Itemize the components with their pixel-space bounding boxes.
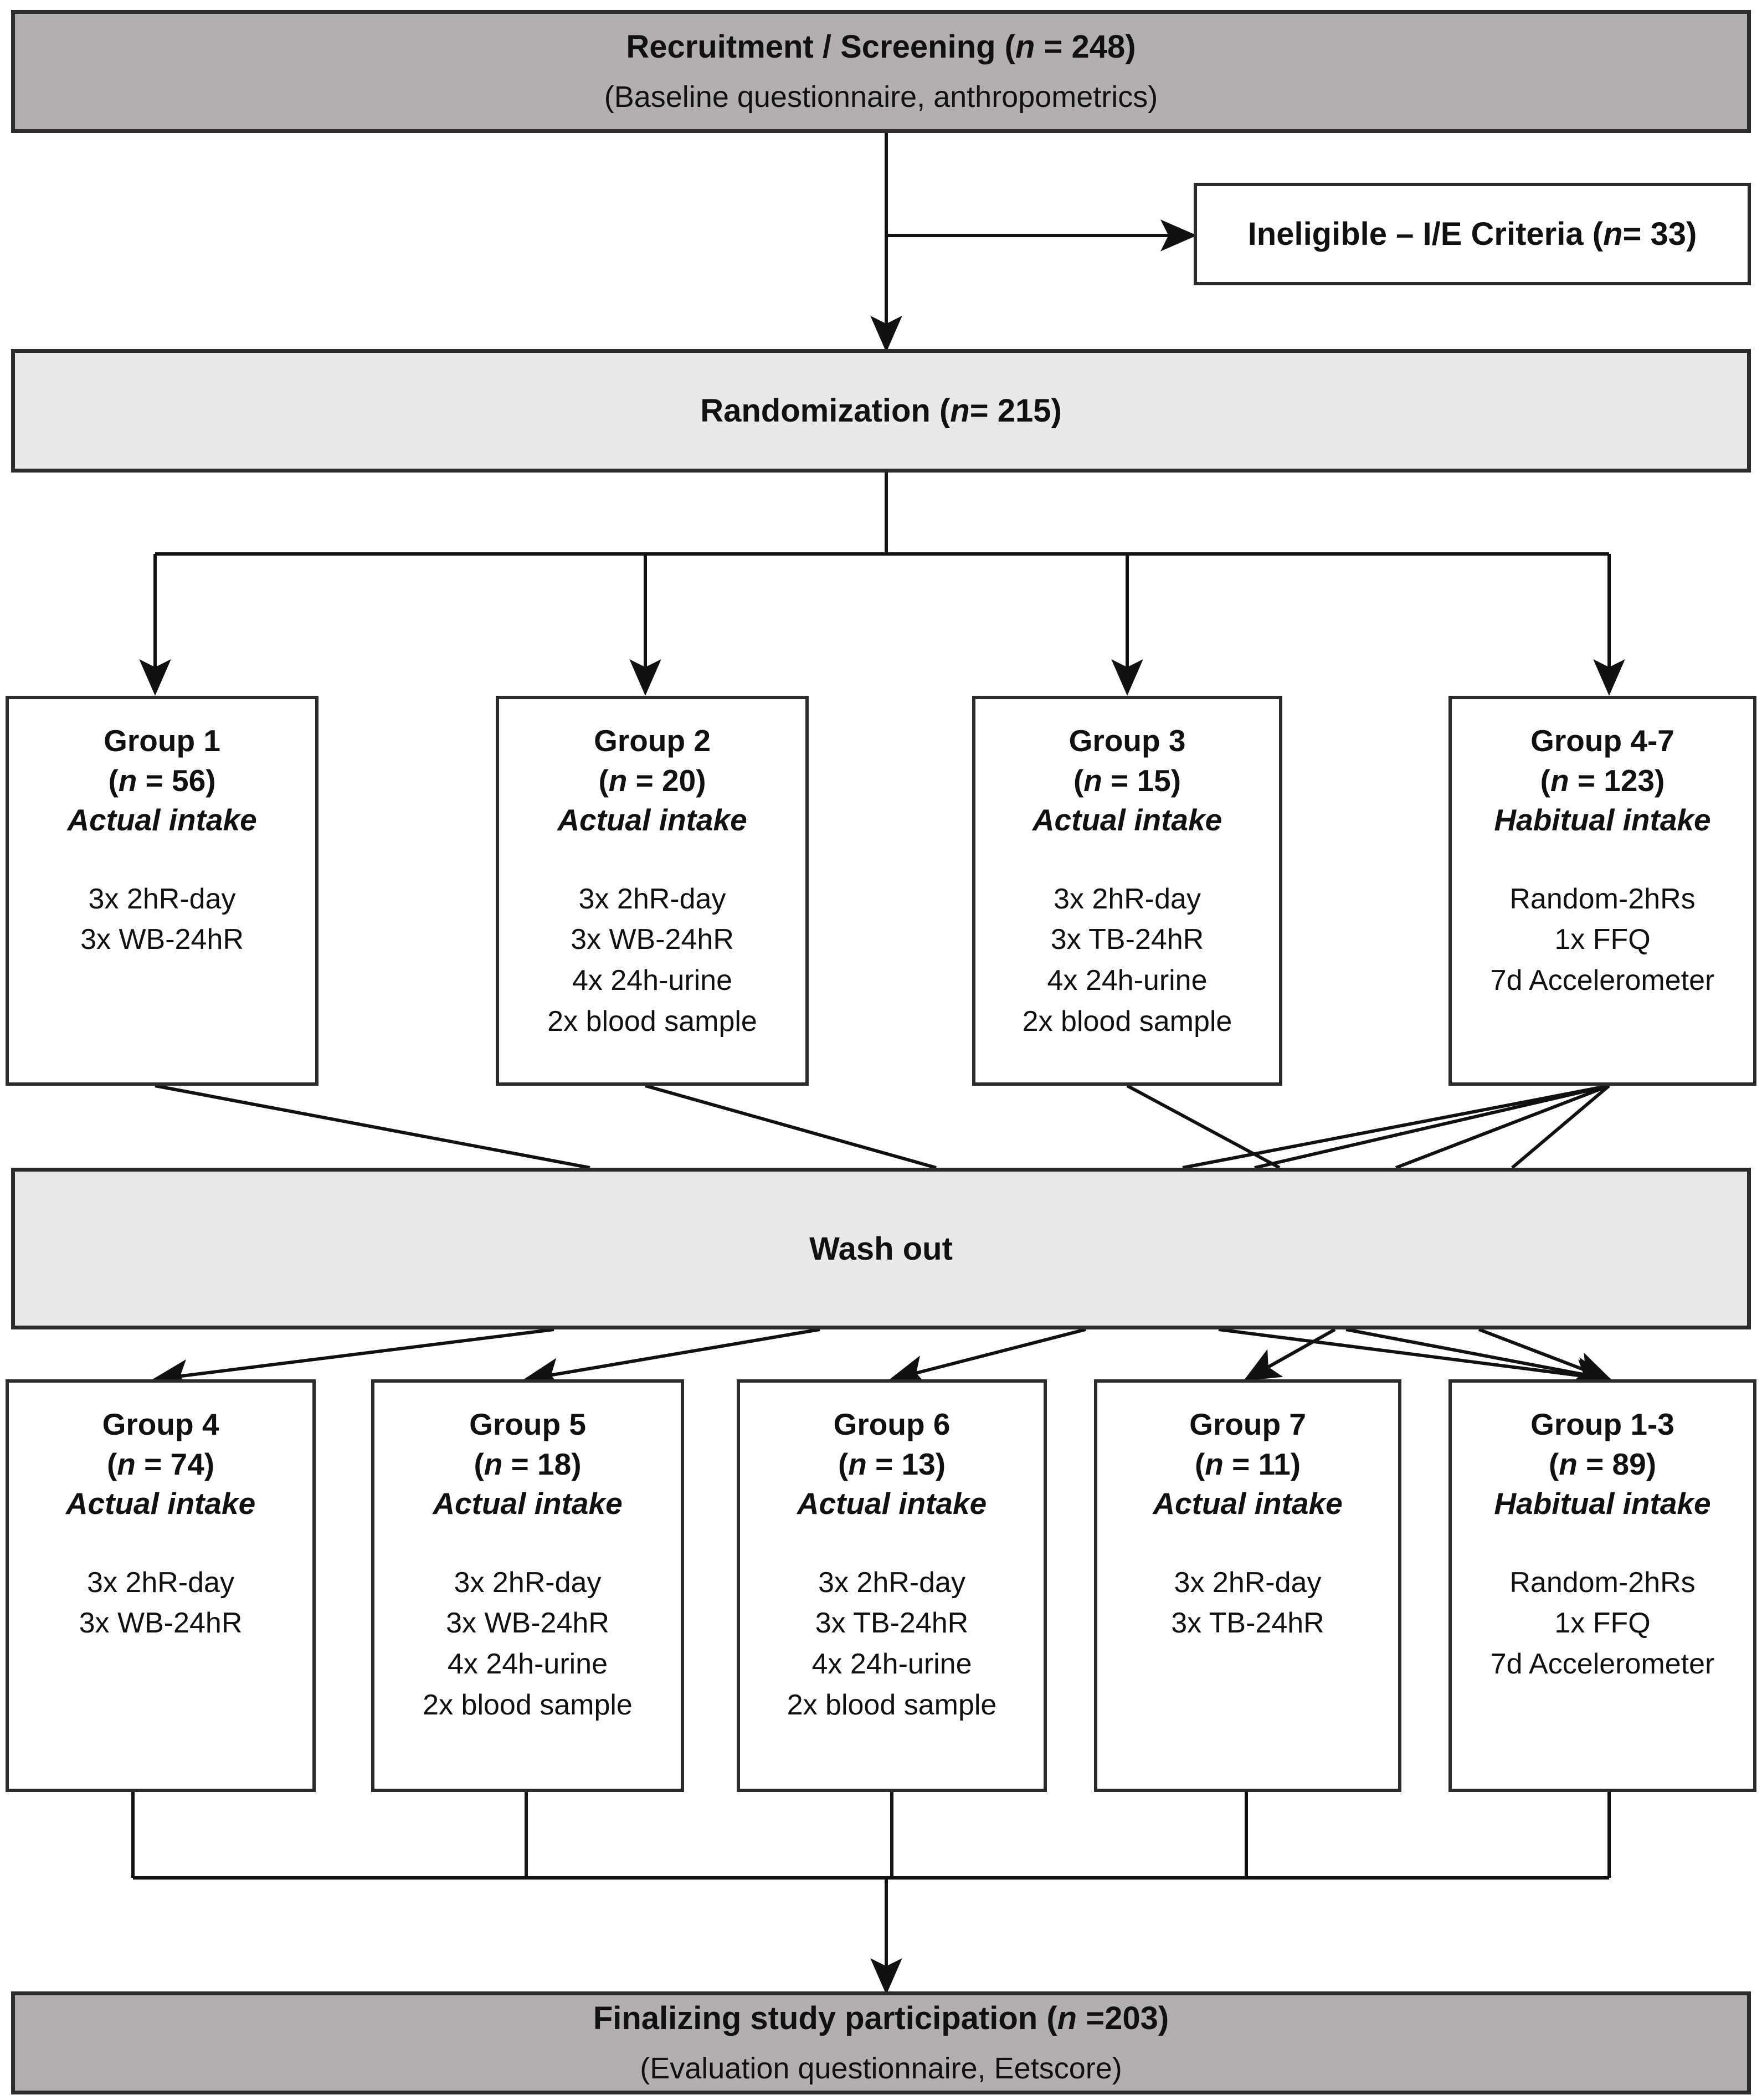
recruitment-title: Recruitment / Screening (n = 248)	[626, 28, 1136, 65]
group-box-p2-4: Group 7 (n = 11) Actual intake 3x 2hR-da…	[1094, 1379, 1401, 1792]
group-title: Group 2	[594, 723, 711, 758]
group-measure-list: 3x 2hR-day 3x WB-24hR 4x 24h-urine 2x bl…	[547, 879, 757, 1043]
measure-item: 4x 24h-urine	[811, 1648, 972, 1681]
edge-group47-to-washout-b	[1254, 1084, 1610, 1169]
edge-washout-to-group13-b	[1345, 1328, 1612, 1389]
measure-item: 3x 2hR-day	[454, 1566, 602, 1599]
group-box-p1-3: Group 3 (n = 15) Actual intake 3x 2hR-da…	[972, 696, 1282, 1086]
group-intake-type: Actual intake	[1153, 1486, 1343, 1521]
group-measure-list: 3x 2hR-day 3x TB-24hR	[1171, 1563, 1324, 1645]
group-title: Group 4-7	[1530, 723, 1674, 758]
ineligible-node: Ineligible – I/E Criteria (n = 33)	[1194, 183, 1751, 285]
group-box-p2-3: Group 6 (n = 13) Actual intake 3x 2hR-da…	[737, 1379, 1047, 1792]
group-n: (n = 11)	[1194, 1446, 1301, 1481]
group-box-p2-1: Group 4 (n = 74) Actual intake 3x 2hR-da…	[6, 1379, 316, 1792]
group-box-p2-2: Group 5 (n = 18) Actual intake 3x 2hR-da…	[371, 1379, 684, 1792]
edge-group47-to-washout-c	[1395, 1084, 1610, 1169]
measure-item: 3x 2hR-day	[88, 882, 236, 915]
group-title: Group 1	[104, 723, 220, 758]
group-intake-type: Actual intake	[557, 803, 747, 837]
group-measure-list: Random-2hRs 1x FFQ 7d Accelerometer	[1491, 1563, 1715, 1685]
measure-item: 3x TB-24hR	[815, 1607, 969, 1640]
edge-group2-to-washout	[645, 1084, 937, 1169]
group-n: (n = 20)	[598, 763, 706, 798]
group-intake-type: Actual intake	[797, 1486, 987, 1521]
group-title: Group 7	[1189, 1407, 1306, 1441]
group-title: Group 1-3	[1530, 1407, 1674, 1441]
measure-item: 1x FFQ	[1554, 1607, 1651, 1640]
group-intake-type: Habitual intake	[1494, 1486, 1711, 1521]
measure-item: 3x 2hR-day	[1174, 1566, 1322, 1599]
measure-item: 2x blood sample	[423, 1688, 633, 1721]
measure-item: 3x WB-24hR	[446, 1607, 609, 1640]
group-title: Group 4	[102, 1407, 219, 1441]
measure-item: 2x blood sample	[547, 1005, 757, 1038]
group-n: (n = 15)	[1073, 763, 1181, 798]
edge-group3-to-washout	[1126, 1084, 1281, 1169]
ineligible-label: Ineligible – I/E Criteria (n = 33)	[1247, 216, 1697, 252]
edge-washout-to-group6	[888, 1328, 1086, 1387]
washout-label: Wash out	[809, 1230, 953, 1267]
measure-item: 3x 2hR-day	[578, 882, 726, 915]
measure-item: 2x blood sample	[787, 1688, 997, 1721]
measure-item: 3x TB-24hR	[1171, 1607, 1324, 1640]
measure-item: 4x 24h-urine	[447, 1648, 608, 1681]
edge-washout-to-group4	[152, 1328, 554, 1392]
group-title: Group 5	[469, 1407, 586, 1441]
group-measure-list: 3x 2hR-day 3x TB-24hR 4x 24h-urine 2x bl…	[787, 1563, 997, 1726]
group-intake-type: Actual intake	[65, 1486, 256, 1521]
measure-item: 3x WB-24hR	[79, 1607, 243, 1640]
measure-item: 3x WB-24hR	[571, 923, 734, 956]
measure-item: 4x 24h-urine	[572, 964, 733, 997]
group-measure-list: 3x 2hR-day 3x WB-24hR	[79, 1563, 243, 1645]
edge-washout-to-group13-c	[1478, 1328, 1612, 1383]
edge-washout-to-group7	[1243, 1328, 1336, 1381]
washout-node: Wash out	[11, 1168, 1751, 1329]
group-box-p1-1: Group 1 (n = 56) Actual intake 3x 2hR-da…	[6, 696, 319, 1086]
edge-washout-to-group5	[523, 1328, 820, 1390]
group-n: (n = 74)	[106, 1446, 215, 1481]
group-n: (n = 56)	[108, 763, 216, 798]
group-intake-type: Actual intake	[67, 803, 257, 837]
final-title: Finalizing study participation (n =203)	[593, 2000, 1169, 2036]
measure-item: 3x TB-24hR	[1050, 923, 1204, 956]
randomization-node: Randomization (n = 215)	[11, 349, 1751, 473]
group-measure-list: 3x 2hR-day 3x WB-24hR	[80, 879, 244, 961]
edge-group47-to-washout-d	[1511, 1084, 1610, 1169]
randomization-label: Randomization (n = 215)	[700, 393, 1062, 429]
measure-item: Random-2hRs	[1509, 882, 1696, 915]
edge-group47-to-washout-a	[1182, 1084, 1610, 1169]
group-intake-type: Actual intake	[433, 1486, 623, 1521]
group-n: (n = 18)	[474, 1446, 582, 1481]
edge-group1-to-washout	[155, 1084, 590, 1169]
group-intake-type: Actual intake	[1032, 803, 1222, 837]
group-box-p1-2: Group 2 (n = 20) Actual intake 3x 2hR-da…	[496, 696, 809, 1086]
final-subtitle: (Evaluation questionnaire, Eetscore)	[640, 2052, 1122, 2086]
measure-item: 7d Accelerometer	[1490, 964, 1715, 997]
group-measure-list: Random-2hRs 1x FFQ 7d Accelerometer	[1491, 879, 1715, 1002]
measure-item: 3x 2hR-day	[818, 1566, 965, 1599]
measure-item: 4x 24h-urine	[1047, 964, 1208, 997]
recruitment-screening-node: Recruitment / Screening (n = 248) (Basel…	[11, 10, 1751, 133]
group-intake-type: Habitual intake	[1494, 803, 1711, 837]
measure-item: 2x blood sample	[1022, 1005, 1232, 1038]
measure-item: 3x 2hR-day	[1054, 882, 1201, 915]
group-box-p1-4: Group 4-7 (n = 123) Habitual intake Rand…	[1448, 696, 1756, 1086]
measure-item: 3x 2hR-day	[87, 1566, 234, 1599]
group-n: (n = 89)	[1548, 1446, 1657, 1481]
measure-item: 3x WB-24hR	[80, 923, 244, 956]
measure-item: 7d Accelerometer	[1490, 1648, 1715, 1681]
measure-item: Random-2hRs	[1509, 1566, 1696, 1599]
measure-item: 1x FFQ	[1554, 923, 1651, 956]
group-title: Group 6	[833, 1407, 951, 1441]
edge-washout-to-group13-a	[1218, 1328, 1612, 1391]
group-measure-list: 3x 2hR-day 3x WB-24hR 4x 24h-urine 2x bl…	[423, 1563, 633, 1726]
group-measure-list: 3x 2hR-day 3x TB-24hR 4x 24h-urine 2x bl…	[1023, 879, 1232, 1043]
group-title: Group 3	[1068, 723, 1186, 758]
group-n: (n = 123)	[1540, 763, 1665, 798]
final-node: Finalizing study participation (n =203) …	[11, 1991, 1751, 2094]
recruitment-subtitle: (Baseline questionnaire, anthropometrics…	[604, 80, 1158, 114]
group-box-p2-5: Group 1-3 (n = 89) Habitual intake Rando…	[1448, 1379, 1756, 1792]
group-n: (n = 13)	[838, 1446, 946, 1481]
